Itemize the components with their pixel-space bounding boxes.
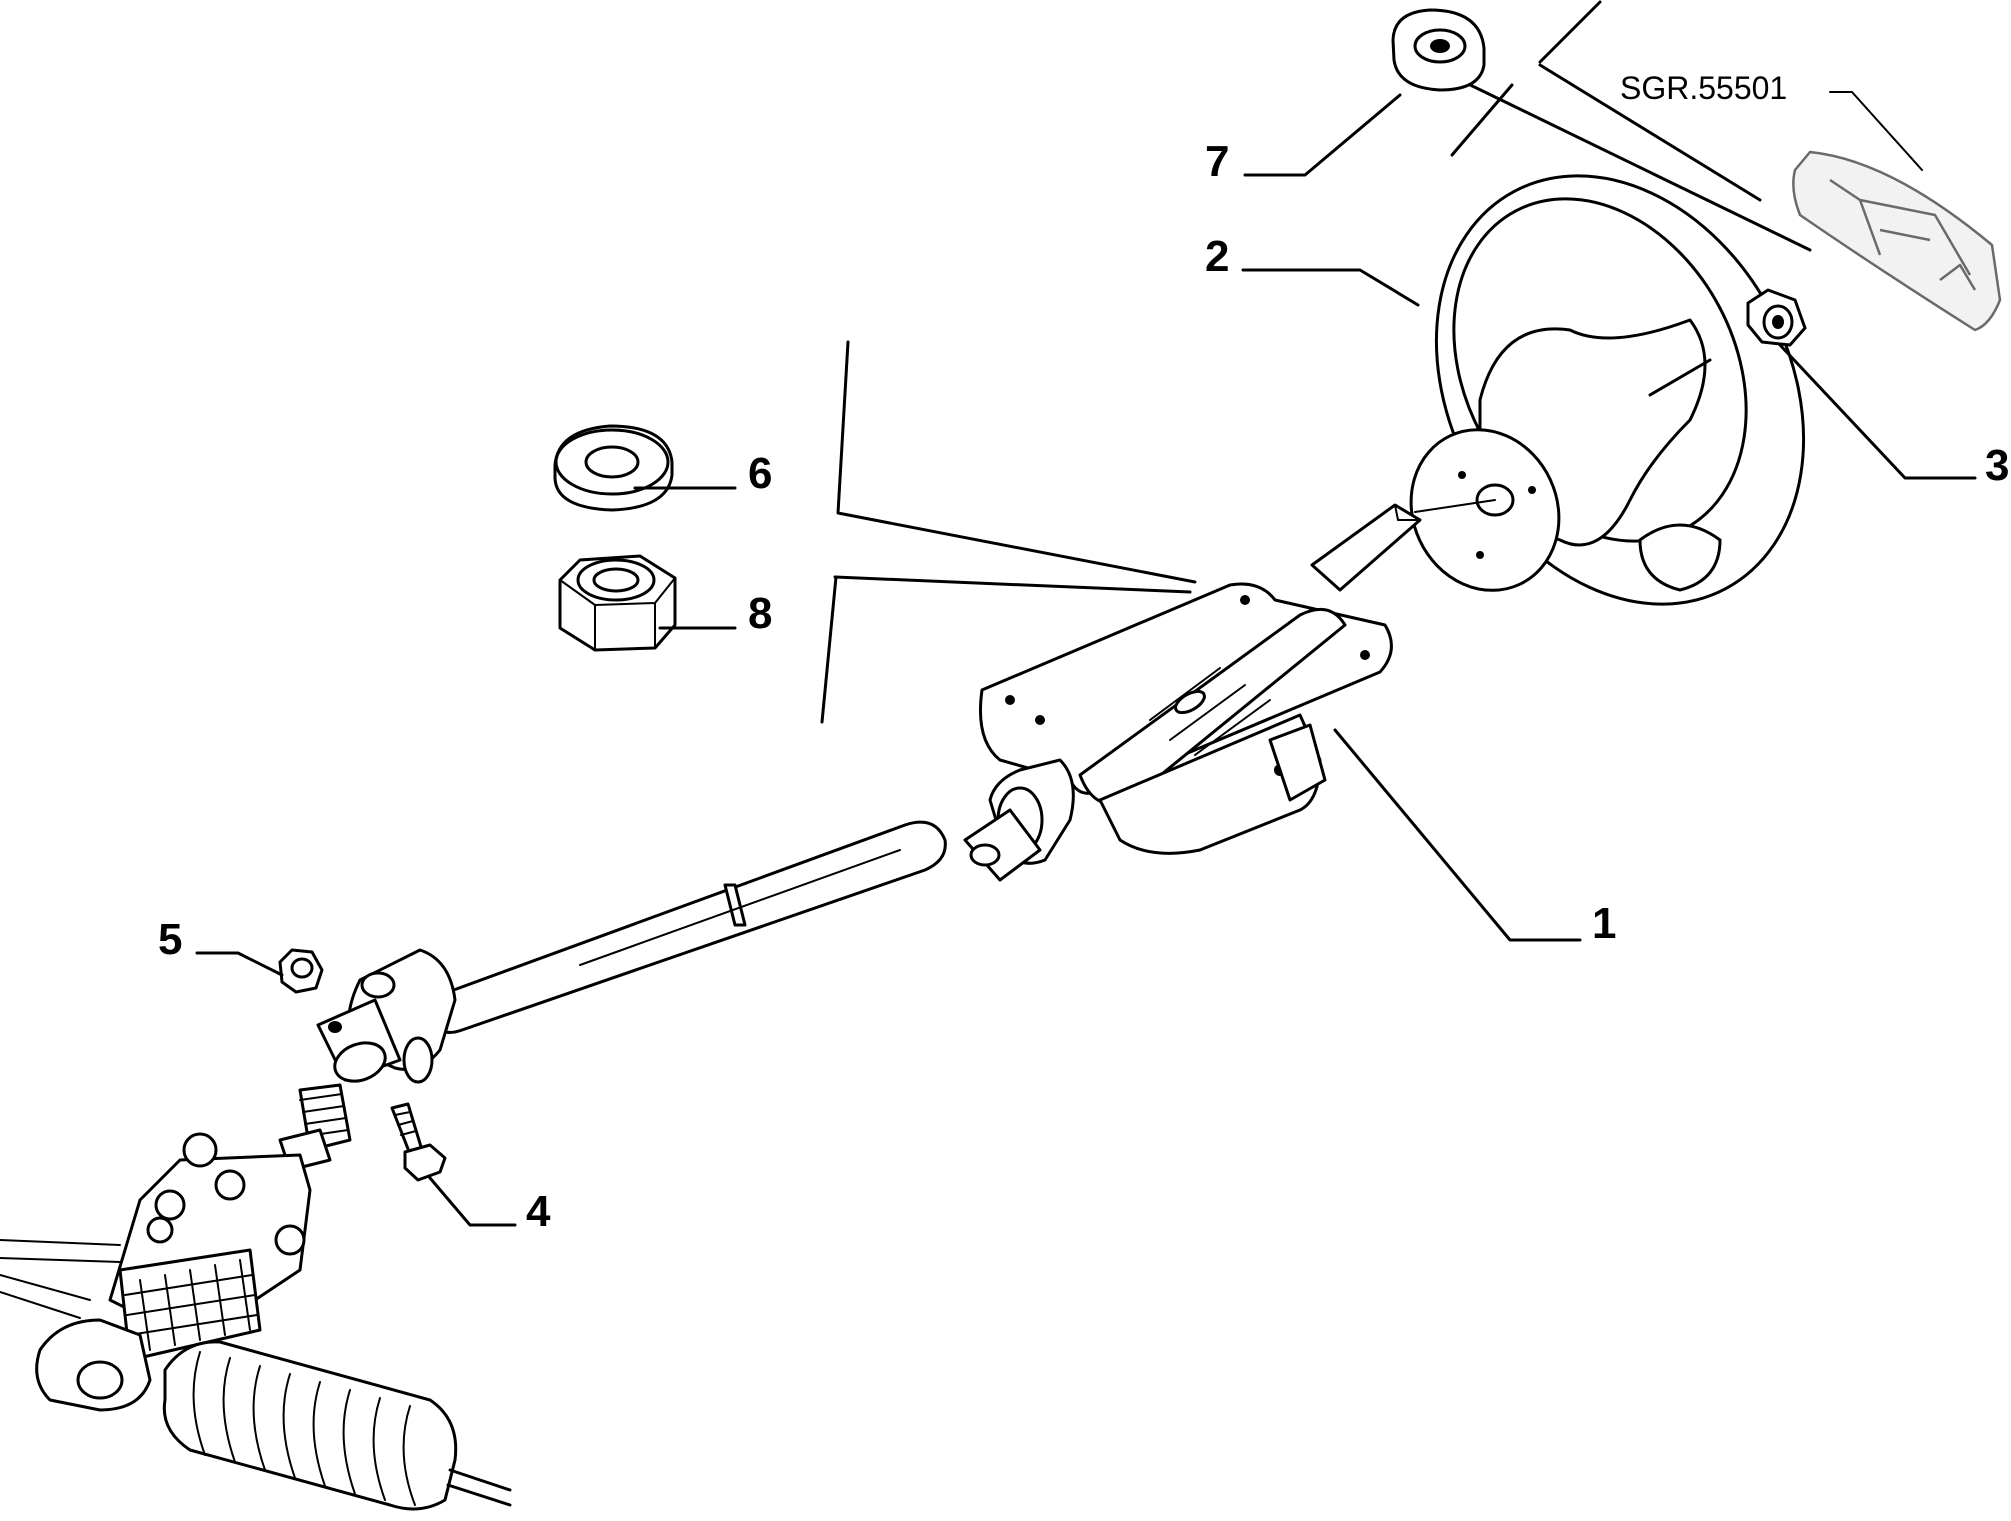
callout-label-5: 5	[158, 915, 182, 964]
horn-cover-reference-part	[1792, 150, 2002, 332]
reference-code: SGR.55501	[1620, 70, 1787, 106]
steering-column-part	[963, 499, 1496, 882]
callout-label-1: 1	[1592, 899, 1616, 948]
callout-5: 5	[158, 915, 284, 977]
callout-label-2: 2	[1205, 232, 1229, 281]
callout-label-8: 8	[748, 589, 772, 638]
washer-part	[553, 424, 674, 512]
callout-6: 6	[633, 449, 772, 498]
pinch-bolt-part	[390, 1102, 447, 1182]
exploded-view-guide-lines	[820, 0, 1812, 724]
spacer-bush-part	[1391, 8, 1486, 92]
callout-1: 1	[1333, 728, 1616, 948]
hex-nut-part	[558, 554, 677, 652]
callout-label-4: 4	[526, 1187, 551, 1236]
callout-label-6: 6	[748, 449, 772, 498]
intermediate-shaft-part	[316, 820, 947, 1084]
steering-wheel-part	[1409, 174, 1806, 606]
callout-2: 2	[1205, 232, 1420, 307]
callout-7: 7	[1205, 93, 1402, 186]
callout-3: 3	[1778, 343, 2009, 490]
self-locking-nut-part	[278, 948, 324, 994]
callout-label-3: 3	[1985, 441, 2009, 490]
reference-code-leader	[1829, 91, 1923, 171]
steering-rack-part	[0, 1083, 512, 1511]
callout-label-7: 7	[1205, 137, 1229, 186]
wheel-nut-part	[1746, 288, 1807, 347]
callout-8: 8	[658, 589, 772, 638]
callout-4: 4	[428, 1176, 551, 1236]
